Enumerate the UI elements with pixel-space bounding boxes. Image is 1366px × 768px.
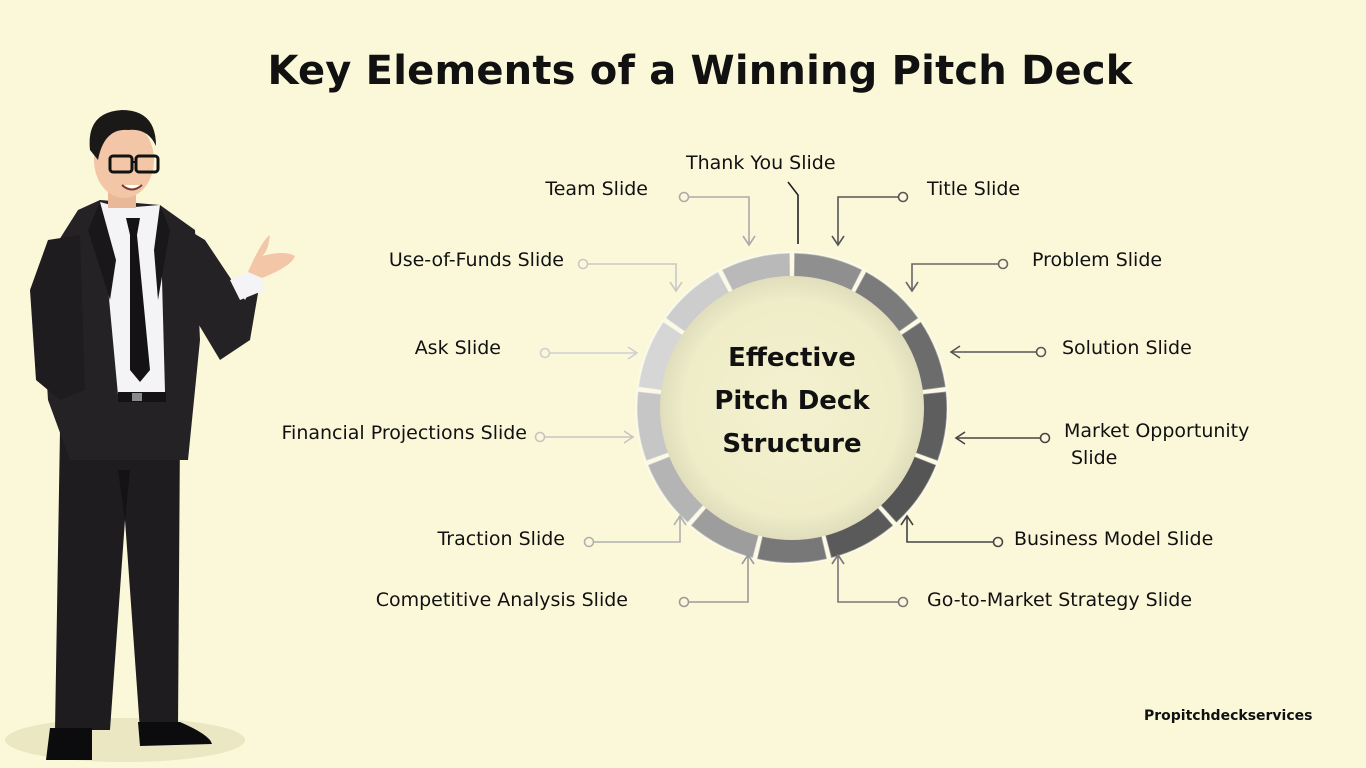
connector-title-slide [831, 191, 909, 247]
connector-market-opportunity [954, 431, 1051, 445]
page-title: Key Elements of a Winning Pitch Deck [267, 48, 1133, 94]
connector-problem [905, 258, 1009, 293]
label-problem-slide: Problem Slide [1032, 249, 1163, 271]
connector-financial-projections [534, 430, 635, 444]
label-solution-slide: Solution Slide [1062, 337, 1192, 359]
label-competitive-analysis-slide: Competitive Analysis Slide [375, 589, 628, 611]
connector-traction [583, 514, 687, 548]
connector-solution [949, 345, 1047, 359]
connector-thank-you [787, 181, 799, 244]
connector-ask [539, 346, 639, 360]
label-go-to-market-slide: Go-to-Market Strategy Slide [927, 589, 1193, 611]
connector-team [678, 191, 756, 247]
connector-business-model [900, 514, 1004, 548]
label-use-of-funds-slide: Use-of-Funds Slide [388, 249, 564, 271]
label-team-slide: Team Slide [545, 178, 648, 200]
connector-go-to-market [831, 553, 909, 608]
label-market-opportunity-line-1: Market Opportunity [1064, 420, 1250, 442]
label-market-opportunity-line-2: Slide [1071, 447, 1118, 469]
center-title-line-2: Pitch Deck [714, 386, 870, 416]
businessman-illustration [5, 110, 295, 762]
brand-name: Propitchdeckservices [1144, 708, 1313, 724]
label-business-model-slide: Business Model Slide [1014, 528, 1214, 550]
center-title-line-3: Structure [722, 429, 861, 459]
label-thank-you-slide: Thank You Slide [686, 152, 836, 174]
center-title-line-1: Effective [728, 343, 856, 373]
connector-use-of-funds [577, 258, 683, 293]
label-ask-slide: Ask Slide [414, 337, 501, 359]
label-financial-projections-slide: Financial Projections Slide [281, 422, 528, 444]
label-traction-slide: Traction Slide [437, 528, 565, 550]
center-circle [660, 276, 924, 540]
connector-competitive-analysis [678, 553, 755, 608]
label-title-slide: Title Slide [927, 178, 1021, 200]
